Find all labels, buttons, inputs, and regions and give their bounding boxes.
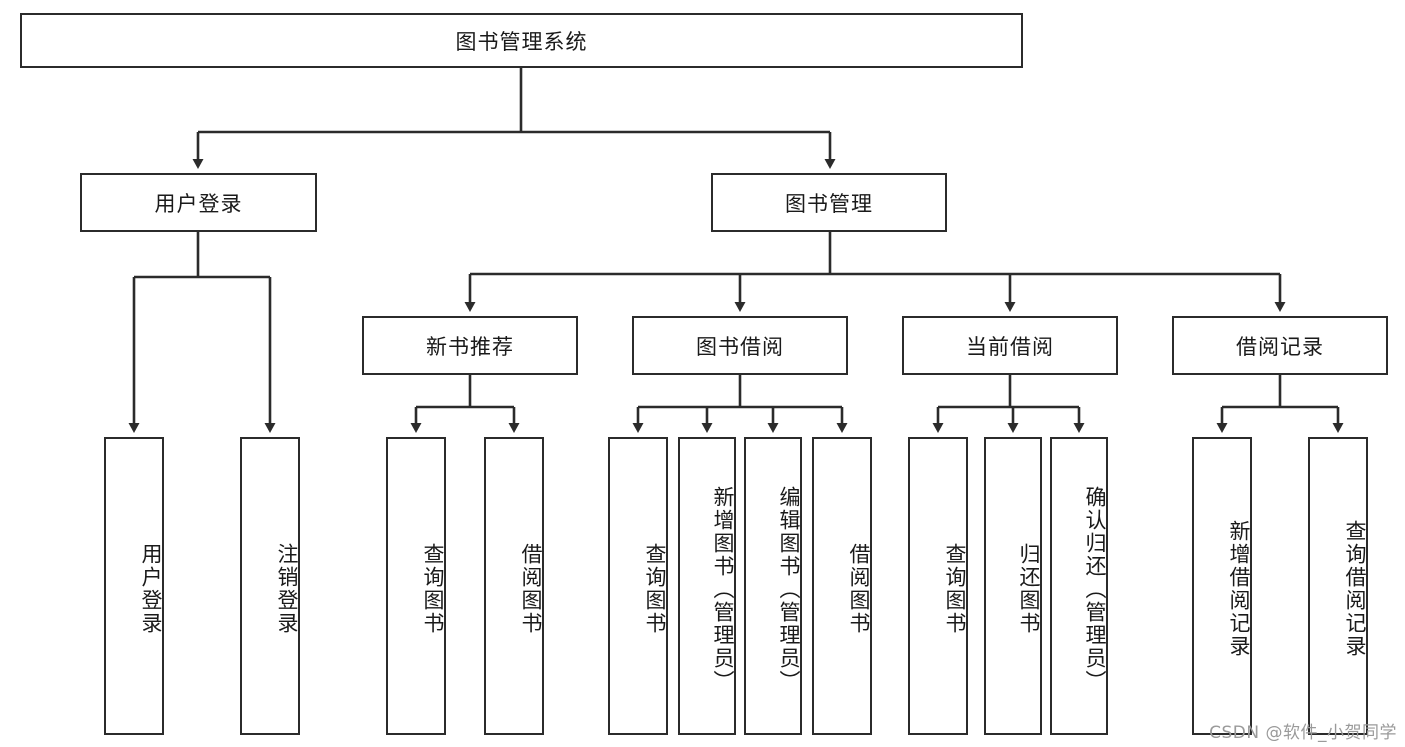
- node-label: 借阅图书: [847, 543, 871, 635]
- node-leaf-user-logout[interactable]: 注销登录: [240, 437, 300, 735]
- node-label: 编辑图书（管理员）: [777, 485, 801, 693]
- node-leaf-query-book-2[interactable]: 查询图书: [608, 437, 668, 735]
- node-label: 图书管理: [785, 191, 873, 216]
- node-leaf-return-book[interactable]: 归还图书: [984, 437, 1042, 735]
- node-leaf-query-record[interactable]: 查询借阅记录: [1308, 437, 1368, 735]
- node-new-book-recommend[interactable]: 新书推荐: [362, 316, 578, 375]
- node-label: 借阅图书: [519, 543, 543, 635]
- node-label: 当前借阅: [966, 334, 1054, 359]
- node-label: 新书推荐: [426, 334, 514, 359]
- node-leaf-edit-book[interactable]: 编辑图书（管理员）: [744, 437, 802, 735]
- node-current-borrow[interactable]: 当前借阅: [902, 316, 1118, 375]
- node-label: 查询图书: [421, 543, 445, 635]
- node-book-manage[interactable]: 图书管理: [711, 173, 947, 232]
- node-label: 查询图书: [643, 543, 667, 635]
- node-label: 归还图书: [1017, 543, 1041, 635]
- node-label: 借阅记录: [1236, 334, 1324, 359]
- node-label: 新增图书（管理员）: [711, 485, 735, 693]
- node-label: 图书借阅: [696, 334, 784, 359]
- node-label: 查询图书: [943, 543, 967, 635]
- node-label: 图书管理系统: [455, 29, 588, 54]
- node-leaf-add-record[interactable]: 新增借阅记录: [1192, 437, 1252, 735]
- node-leaf-user-login[interactable]: 用户登录: [104, 437, 164, 735]
- node-label: 注销登录: [275, 543, 299, 635]
- node-leaf-query-book-1[interactable]: 查询图书: [386, 437, 446, 735]
- node-user-login[interactable]: 用户登录: [80, 173, 317, 232]
- node-borrow-record[interactable]: 借阅记录: [1172, 316, 1388, 375]
- node-leaf-borrow-book-1[interactable]: 借阅图书: [484, 437, 544, 735]
- watermark-text: CSDN @软件_小贺同学: [1209, 723, 1397, 743]
- node-leaf-confirm-return[interactable]: 确认归还（管理员）: [1050, 437, 1108, 735]
- node-leaf-add-book[interactable]: 新增图书（管理员）: [678, 437, 736, 735]
- node-root-system[interactable]: 图书管理系统: [20, 13, 1023, 68]
- node-label: 用户登录: [139, 543, 163, 635]
- node-label: 用户登录: [154, 191, 243, 216]
- node-leaf-borrow-book-2[interactable]: 借阅图书: [812, 437, 872, 735]
- node-leaf-query-book-3[interactable]: 查询图书: [908, 437, 968, 735]
- node-label: 查询借阅记录: [1343, 520, 1367, 658]
- node-book-borrow[interactable]: 图书借阅: [632, 316, 848, 375]
- node-label: 新增借阅记录: [1227, 520, 1251, 658]
- node-label: 确认归还（管理员）: [1083, 485, 1107, 693]
